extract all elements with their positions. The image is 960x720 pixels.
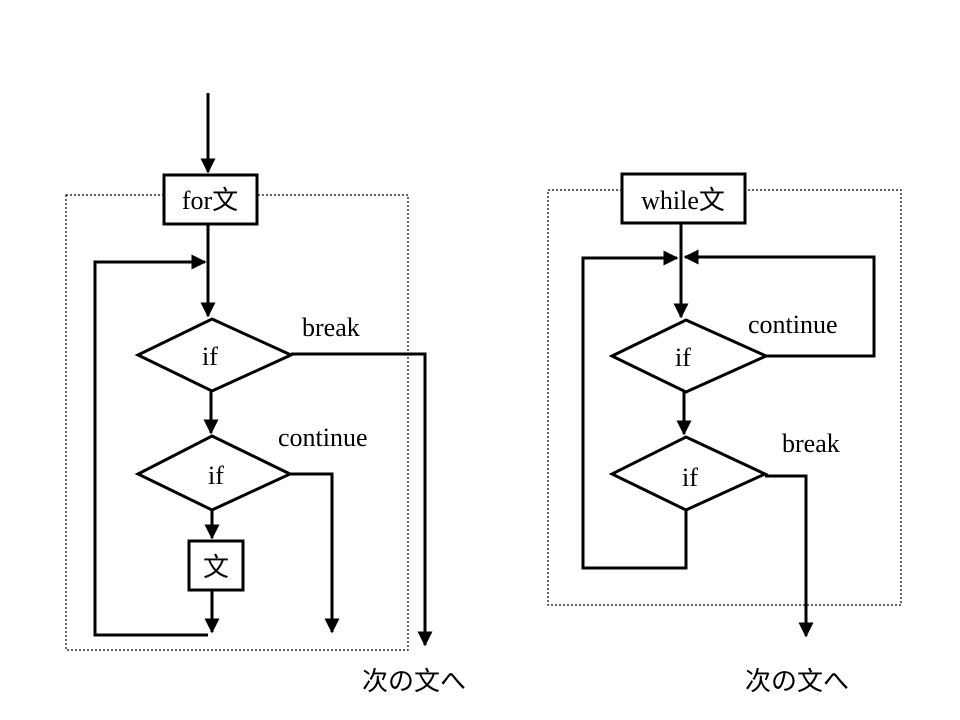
while-statement-label: while文 bbox=[641, 186, 725, 215]
while-statement-box bbox=[620, 172, 747, 225]
while-if2-label: if bbox=[682, 463, 698, 492]
for-break-label: break bbox=[302, 313, 360, 342]
while-break-path bbox=[765, 474, 814, 638]
while-if2-diamond bbox=[608, 435, 769, 512]
for-loop-boundary bbox=[65, 194, 409, 651]
while-loop-flowchart: while文 continue if if break 次の文へ bbox=[547, 172, 902, 697]
while-exit-label: 次の文へ bbox=[745, 667, 849, 697]
for-if2-label: if bbox=[208, 461, 224, 490]
for-continue-label: continue bbox=[278, 423, 368, 452]
for-break-path bbox=[291, 352, 433, 647]
while-continue-path bbox=[683, 249, 876, 358]
while-break-label: break bbox=[782, 429, 840, 458]
while-if1-diamond bbox=[608, 318, 770, 394]
for-statement-box bbox=[162, 173, 259, 226]
for-continue-path bbox=[290, 472, 340, 634]
while-continue-label: continue bbox=[748, 310, 838, 339]
for-loop-flowchart: for文 if break if continue 文 次の文へ bbox=[65, 93, 466, 697]
while-loop-boundary bbox=[547, 189, 902, 606]
for-exit-label: 次の文へ bbox=[362, 667, 466, 697]
while-loop-back-path bbox=[581, 250, 688, 570]
for-loop-back-path bbox=[93, 254, 208, 637]
for-body-statement-label: 文 bbox=[203, 553, 229, 583]
for-statement-label: for文 bbox=[182, 186, 238, 215]
for-if1-label: if bbox=[202, 342, 218, 371]
for-body-statement-box bbox=[187, 539, 245, 592]
while-if1-label: if bbox=[675, 343, 691, 372]
